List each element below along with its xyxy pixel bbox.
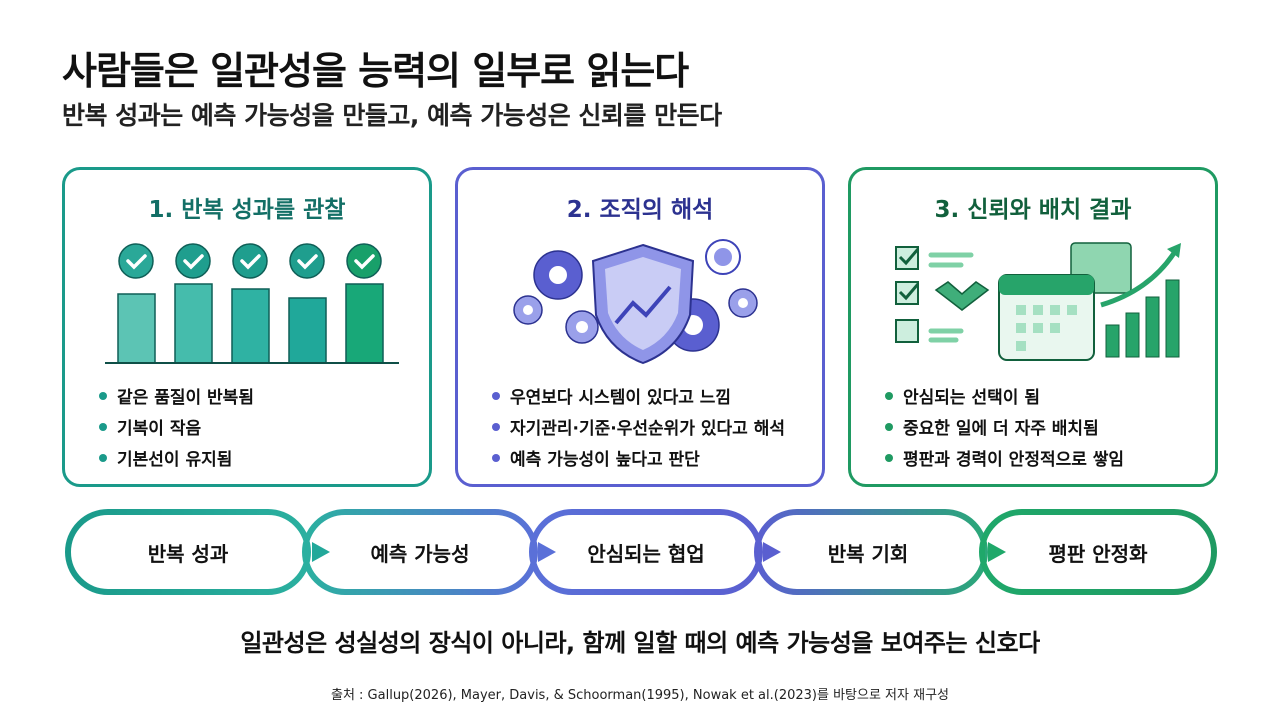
bullet-item: 기본선이 유지됨 [99, 442, 254, 473]
shield-gears-icon [513, 239, 758, 365]
panel-organization-interpretation: 2. 조직의 해석 우연보다 시스템이 있다고 느낌 자기관리·기준·우선순위가… [455, 167, 825, 487]
panel-trust-placement: 3. 신뢰와 배치 결과 안심되는 선택이 됨 중요한 일에 더 자주 배치됨 … [848, 167, 1218, 487]
bullet-item: 예측 가능성이 높다고 판단 [492, 442, 785, 473]
flow-step-label: 안심되는 협업 [587, 542, 705, 566]
bullet-item: 같은 품질이 반복됨 [99, 380, 254, 411]
bullet-item: 우연보다 시스템이 있다고 느낌 [492, 380, 785, 411]
flow-step-label: 반복 성과 [147, 542, 229, 566]
flow-step-pill [979, 509, 1217, 595]
arrow-right-icon [763, 542, 781, 562]
calendar-handshake-growth-icon [895, 242, 1181, 361]
page-title: 사람들은 일관성을 능력의 일부로 읽는다 [62, 49, 689, 93]
panel-title: 3. 신뢰와 배치 결과 [934, 197, 1132, 223]
bullet-item: 중요한 일에 더 자주 배치됨 [885, 411, 1124, 442]
key-statement: 일관성은 성실성의 장식이 아니라, 함께 일할 때의 예측 가능성을 보여주는… [240, 629, 1040, 657]
panel-title: 1. 반복 성과를 관찰 [148, 197, 346, 223]
bullet-item: 자기관리·기준·우선순위가 있다고 해석 [492, 411, 785, 442]
arrow-right-icon [988, 542, 1006, 562]
arrow-right-icon [538, 542, 556, 562]
flow-step-label: 평판 안정화 [1048, 542, 1148, 566]
flow-step-label: 예측 가능성 [370, 542, 470, 566]
bullet-item: 기복이 작음 [99, 411, 254, 442]
source-citation: 출처 : Gallup(2026), Mayer, Davis, & Schoo… [330, 688, 949, 703]
arrow-right-icon [312, 542, 330, 562]
bullet-item: 평판과 경력이 안정적으로 쌓임 [885, 442, 1124, 473]
bullet-item: 안심되는 선택이 됨 [885, 380, 1124, 411]
bar-chart-checks-icon [105, 243, 399, 364]
page-subtitle: 반복 성과는 예측 가능성을 만들고, 예측 가능성은 신뢰를 만든다 [62, 101, 722, 130]
panel-observe-performance: 1. 반복 성과를 관찰 같은 품질이 반복됨 기복이 작음 기본선이 유지됨 [62, 167, 432, 487]
flow-diagram [65, 509, 1217, 595]
panel-title: 2. 조직의 해석 [566, 197, 714, 223]
flow-step-label: 반복 기회 [827, 542, 909, 566]
